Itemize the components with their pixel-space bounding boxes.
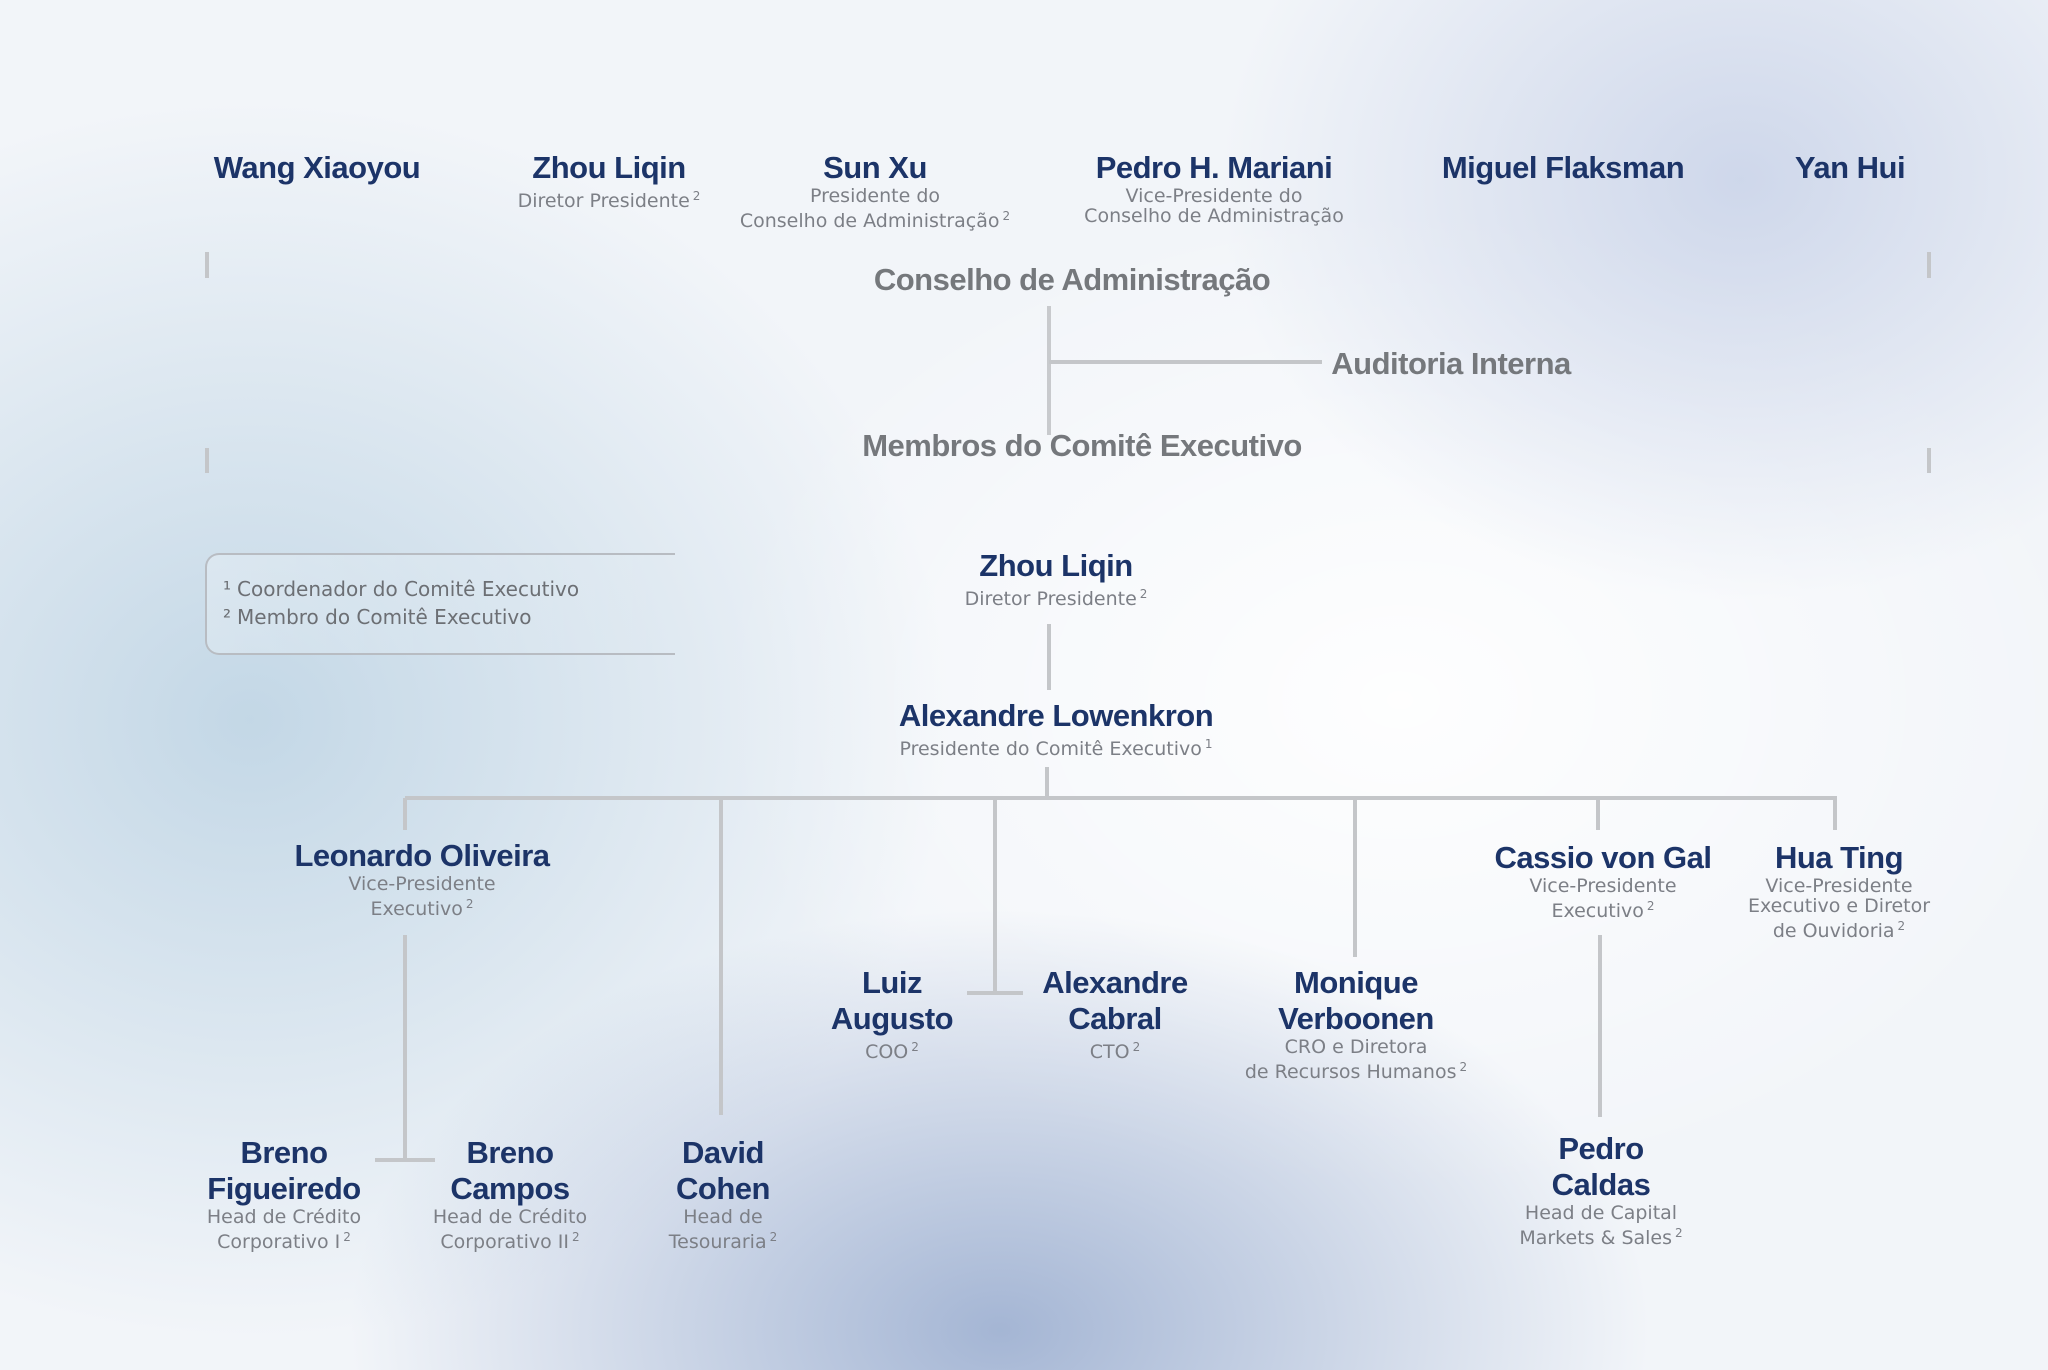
person-name: Cohen xyxy=(676,1171,770,1206)
node-leonardo-oliveira: Leonardo Oliveira Vice-Presidente Execut… xyxy=(294,838,550,920)
committee-section-label: Membros do Comitê Executivo xyxy=(862,428,1302,463)
board-member-wang-xiaoyou: Wang Xiaoyou xyxy=(213,150,421,186)
person-role: Vice-Presidente xyxy=(348,873,496,895)
legend-mark: ¹ xyxy=(223,577,232,601)
member-role: Conselho de Administração xyxy=(1084,205,1344,227)
member-role: Presidente do xyxy=(809,185,941,207)
note-marker: 2 xyxy=(911,1040,919,1054)
board-member-miguel-flaksman: Miguel Flaksman xyxy=(1441,150,1685,186)
note-marker: 2 xyxy=(1675,1226,1683,1240)
person-role: Vice-Presidente xyxy=(1529,875,1677,897)
person-name: Hua Ting xyxy=(1774,840,1904,875)
person-role: Head de Crédito xyxy=(432,1206,588,1228)
person-role: Head de Crédito xyxy=(206,1206,362,1228)
legend-mark: ² xyxy=(223,605,232,629)
member-name: Zhou Liqin xyxy=(532,150,686,185)
person-role: Head de xyxy=(683,1206,763,1228)
note-marker: 2 xyxy=(465,897,474,911)
tree-lines xyxy=(375,306,1837,1162)
person-name: Caldas xyxy=(1551,1167,1651,1202)
person-name: Breno xyxy=(240,1135,328,1170)
node-alexandre-lowenkron: Alexandre Lowenkron Presidente do Comitê… xyxy=(898,698,1214,760)
board-section-label: Conselho de Administração xyxy=(873,262,1271,297)
person-name: Cabral xyxy=(1068,1001,1162,1036)
board-member-sun-xu: Sun Xu Presidente do Conselho de Adminis… xyxy=(740,150,1010,231)
person-role: Executivo e Diretor xyxy=(1747,895,1931,917)
board-member-yan-hui: Yan Hui xyxy=(1794,150,1906,186)
note-marker: 2 xyxy=(1002,209,1011,223)
member-name: Yan Hui xyxy=(1794,150,1906,185)
member-name: Sun Xu xyxy=(823,150,927,185)
node-breno-campos: Breno Campos Head de Crédito Corporativo… xyxy=(433,1135,587,1252)
node-breno-figueiredo: Breno Figueiredo Head de Crédito Corpora… xyxy=(207,1135,361,1252)
person-name: Leonardo Oliveira xyxy=(294,838,550,873)
person-role: Head de Capital xyxy=(1524,1202,1678,1224)
person-role: Vice-Presidente xyxy=(1765,875,1913,897)
member-name: Pedro H. Mariani xyxy=(1095,150,1333,185)
note-marker: 2 xyxy=(1897,919,1906,933)
node-hua-ting: Hua Ting Vice-Presidente Executivo e Dir… xyxy=(1748,840,1930,941)
note-marker: 1 xyxy=(1204,737,1213,751)
note-marker: 2 xyxy=(343,1230,351,1244)
member-name: Miguel Flaksman xyxy=(1441,150,1685,185)
person-name: Cassio von Gal xyxy=(1494,840,1712,875)
person-name: Zhou Liqin xyxy=(979,548,1133,583)
audit-node: Auditoria Interna xyxy=(1331,346,1571,382)
person-name: Luiz xyxy=(861,965,923,1000)
member-role: Vice-Presidente do xyxy=(1125,185,1303,207)
person-name: Breno xyxy=(466,1135,554,1170)
person-name: Alexandre Lowenkron xyxy=(898,698,1214,733)
person-name: David xyxy=(682,1135,764,1170)
note-marker: 2 xyxy=(1459,1060,1468,1074)
node-cassio-von-gal: Cassio von Gal Vice-Presidente Executivo… xyxy=(1495,840,1712,921)
note-marker: 2 xyxy=(1132,1040,1141,1054)
note-marker: 2 xyxy=(769,1230,778,1244)
board-bracket xyxy=(205,252,1931,280)
person-name: Alexandre xyxy=(1042,965,1188,1000)
node-monique-verboonen: Monique Verboonen CRO e Diretora de Recu… xyxy=(1245,965,1467,1082)
audit-label: Auditoria Interna xyxy=(1331,346,1571,381)
board-member-pedro-mariani: Pedro H. Mariani Vice-Presidente do Cons… xyxy=(1084,150,1344,226)
person-name: Monique xyxy=(1294,965,1418,1000)
person-name: Campos xyxy=(450,1171,570,1206)
person-role: CRO e Diretora xyxy=(1284,1036,1428,1058)
person-name: Figueiredo xyxy=(207,1171,361,1206)
person-name: Verboonen xyxy=(1278,1001,1434,1036)
note-marker: 2 xyxy=(1646,899,1655,913)
member-name: Wang Xiaoyou xyxy=(213,150,421,185)
person-name: Augusto xyxy=(830,1001,954,1036)
note-marker: 2 xyxy=(1139,587,1148,601)
person-name: Pedro xyxy=(1558,1131,1644,1166)
committee-bracket xyxy=(205,446,1931,473)
note-marker: 2 xyxy=(572,1230,580,1244)
node-pedro-caldas: Pedro Caldas Head de Capital Markets & S… xyxy=(1519,1131,1682,1248)
note-marker: 2 xyxy=(692,189,701,203)
